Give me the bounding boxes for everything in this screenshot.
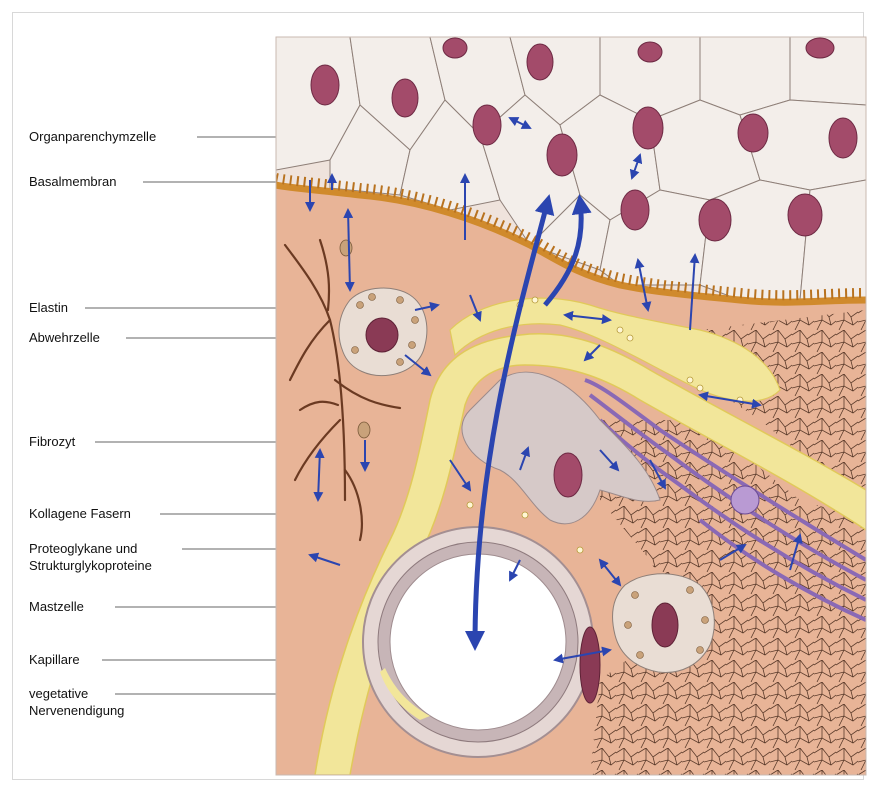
cell-nucleus	[392, 79, 418, 117]
cell-nucleus	[829, 118, 857, 158]
cell-nucleus	[527, 44, 553, 80]
cell-nucleus	[547, 134, 577, 176]
cell-nucleus	[443, 38, 467, 58]
cell-nucleus	[621, 190, 649, 230]
cell-nucleus	[788, 194, 822, 236]
granule	[397, 297, 404, 304]
vesicle	[532, 297, 538, 303]
granule	[409, 342, 416, 349]
vesicle	[627, 335, 633, 341]
granule	[412, 317, 419, 324]
nerve-bundle-cross-section	[731, 486, 759, 514]
endothelial-nucleus	[580, 627, 600, 703]
granule	[702, 617, 709, 624]
cell-nucleus	[473, 105, 501, 145]
granule	[687, 587, 694, 594]
granule	[697, 647, 704, 654]
vesicle	[687, 377, 693, 383]
cell-nucleus	[638, 42, 662, 62]
vesicle	[522, 512, 528, 518]
cell-nucleus	[633, 107, 663, 149]
mast-cell-nucleus	[652, 603, 678, 647]
defense-cell-nucleus	[366, 318, 398, 352]
cell-nucleus	[311, 65, 339, 105]
granule	[369, 294, 376, 301]
vesicle	[467, 502, 473, 508]
granule	[352, 347, 359, 354]
granule	[632, 592, 639, 599]
vesicle	[617, 327, 623, 333]
vesicle	[697, 385, 703, 391]
granule	[357, 302, 364, 309]
elastin-nodule	[358, 422, 370, 438]
parenchyma-cell	[700, 37, 790, 115]
elastin-nodule	[340, 240, 352, 256]
cell-nucleus	[738, 114, 768, 152]
granule	[625, 622, 632, 629]
granule	[397, 359, 404, 366]
granule	[637, 652, 644, 659]
cell-nucleus	[806, 38, 834, 58]
vesicle	[577, 547, 583, 553]
cell-nucleus	[699, 199, 731, 241]
fibrocyte-nucleus	[554, 453, 582, 497]
